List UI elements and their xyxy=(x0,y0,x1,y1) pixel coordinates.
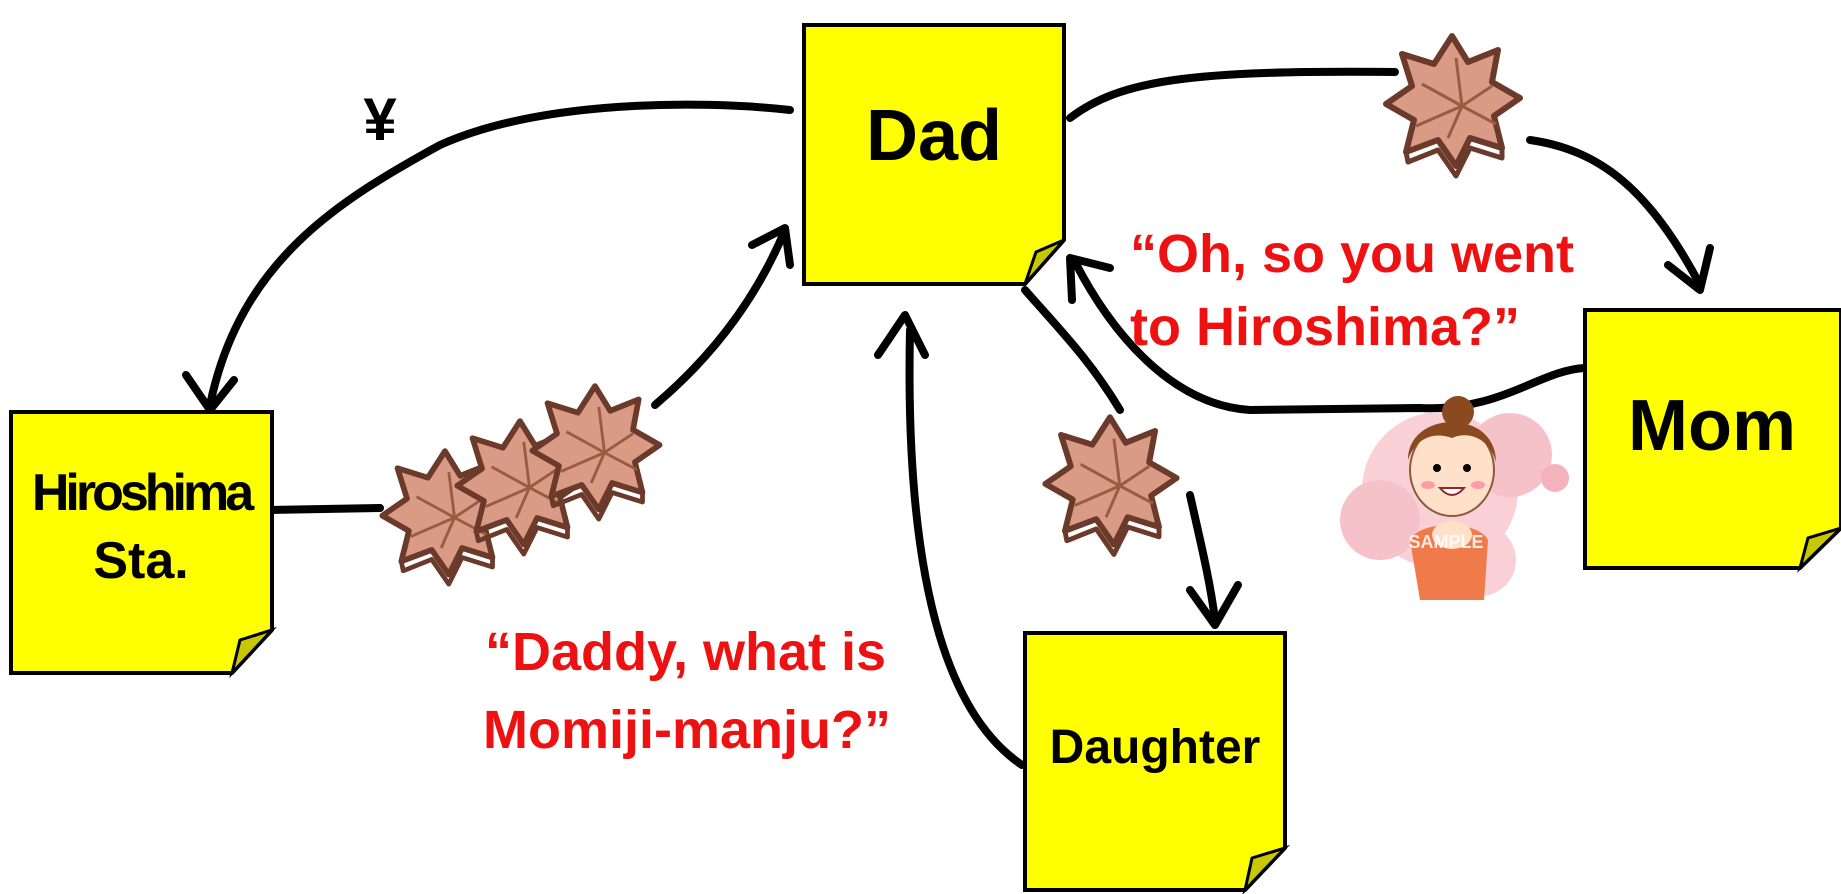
arrowhead-dad-from-mom xyxy=(1066,254,1114,304)
arrowhead-dad-from-daughter xyxy=(874,311,929,359)
yen-label: ¥ xyxy=(363,86,397,153)
node-dad: Dad xyxy=(802,23,1066,286)
hiroshima-label-line2: Sta. xyxy=(93,532,188,590)
momiji-manju-icon xyxy=(1386,36,1520,176)
sample-watermark: SAMPLE xyxy=(1408,532,1483,552)
momiji-manju-icon xyxy=(1045,417,1176,554)
mom-quote-line2: to Hiroshima?” xyxy=(1130,297,1520,357)
hiroshima-label-line1: Hiroshima xyxy=(32,464,255,522)
edge-daughter-to-dad xyxy=(905,326,1026,769)
edge-hiroshima-to-manju xyxy=(264,504,384,514)
connectors xyxy=(182,67,1714,769)
node-hiroshima-station: Hiroshima Sta. xyxy=(9,410,277,679)
momiji-manju-icon xyxy=(382,386,659,584)
edge-manju-to-dad xyxy=(651,226,789,409)
arrowhead-dad-from-manju xyxy=(748,224,794,269)
node-daughter: Daughter xyxy=(1023,631,1291,894)
smiling-woman-icon: SAMPLE xyxy=(1340,396,1569,600)
edge-dad-to-daughter-manju xyxy=(1021,286,1124,414)
arrowhead-daughter xyxy=(1186,581,1242,629)
arrowhead-mom xyxy=(1664,244,1714,294)
daughter-quote-line2: Momiji-manju?” xyxy=(483,700,891,760)
edge-manju-to-daughter xyxy=(1186,491,1219,624)
edge-dad-to-hiroshima xyxy=(206,100,794,409)
node-mom: Mom xyxy=(1583,308,1841,573)
daughter-label: Daughter xyxy=(1050,721,1261,774)
dad-label: Dad xyxy=(866,96,1002,176)
mom-label: Mom xyxy=(1628,386,1796,466)
edge-mom-to-dad xyxy=(1071,258,1589,414)
edge-dad-to-mom xyxy=(1066,67,1704,289)
mom-quote-line1: “Oh, so you went xyxy=(1130,224,1574,284)
daughter-quote-line1: “Daddy, what is xyxy=(485,622,886,682)
